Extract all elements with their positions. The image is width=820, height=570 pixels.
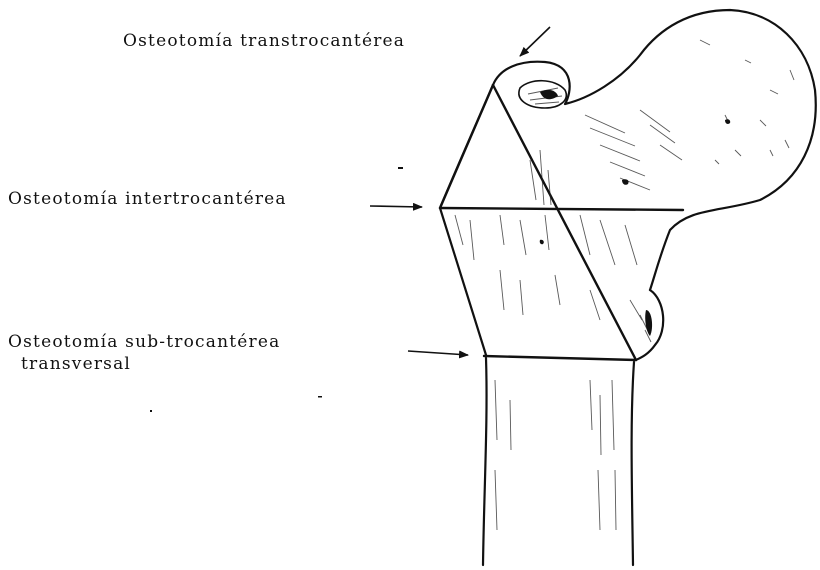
print-specks	[150, 167, 403, 412]
arrow-intertrochanteric	[370, 206, 422, 207]
pointer-arrows	[370, 27, 550, 355]
femur-shaft-right	[632, 362, 634, 565]
femur-head-contour	[493, 10, 816, 290]
transtrochanteric-cut-line	[493, 85, 636, 360]
subtrochanteric-cut-line	[484, 356, 636, 360]
triangle-left-edge	[440, 85, 493, 208]
femur-shaft-left	[483, 358, 487, 565]
bone-texture	[455, 40, 794, 530]
intertrochanteric-cut-line	[440, 208, 683, 210]
arrow-subtrochanteric	[408, 351, 468, 355]
arrow-transtrochanteric	[520, 27, 550, 56]
femur-left-contour	[440, 85, 493, 355]
